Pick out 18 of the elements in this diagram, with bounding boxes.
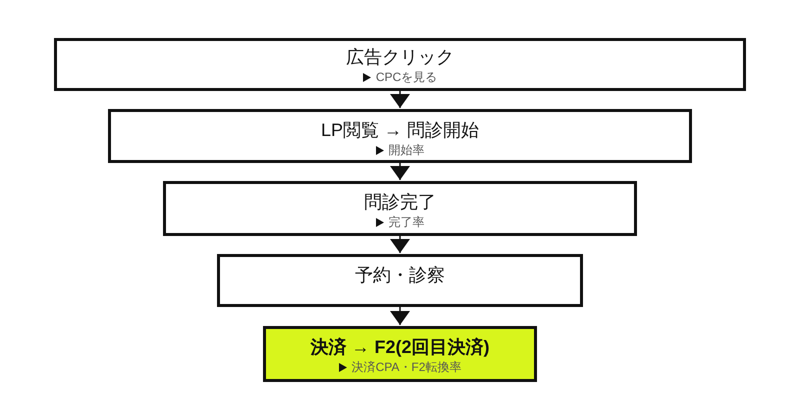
process-box (217, 254, 583, 307)
metric-note: 決済CPA・F2転換率 (352, 360, 462, 374)
arrow (390, 307, 410, 325)
metric-note: 開始率 (388, 143, 424, 157)
arrow (390, 163, 410, 180)
metric-note: CPCを見る (376, 70, 438, 84)
arrow (390, 236, 410, 253)
process-box (163, 181, 637, 236)
step-title: 問診完了 (364, 191, 436, 213)
arrow (390, 91, 410, 108)
process-box (108, 109, 692, 163)
step-title: 決済 → F2(2回目決済) (310, 336, 490, 358)
process-box (263, 326, 537, 382)
step-title: 広告クリック (346, 46, 454, 68)
process-box (54, 38, 746, 91)
step-title: 予約・診察 (355, 264, 445, 286)
step-title: LP閲覧 → 問診開始 (320, 119, 480, 141)
metric-note: 完了率 (388, 215, 424, 229)
